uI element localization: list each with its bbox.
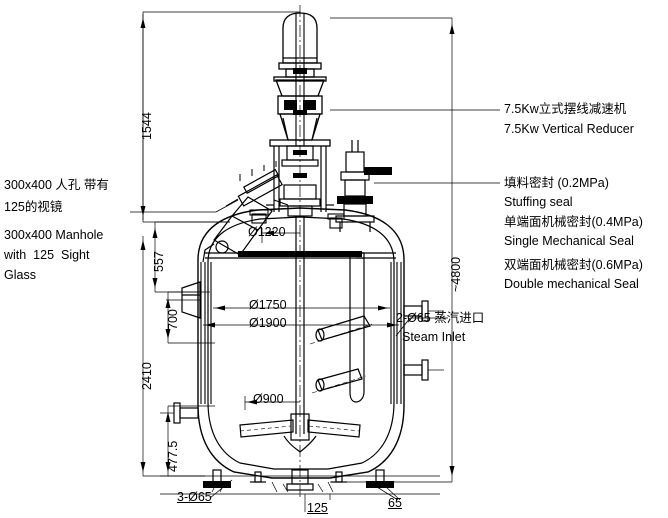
vessel-jacket-outline [197,207,405,479]
dimension-arrowheads [140,18,455,476]
diameter-1900: Ø1900 [249,316,287,330]
single-mech-seal-annotation-cn: 单端面机械密封(0.4MPa) [504,215,643,229]
seal-assembly [335,140,392,232]
agitator-impeller [239,413,361,453]
reducer-annotation-cn: 7.5Kw立式摆线减速机 [504,102,627,116]
diameter-arrowheads [205,230,397,405]
stuffing-seal-annotation-en: Stuffing seal [504,195,573,209]
dimension-2410: 2410 [140,362,154,390]
dimension-65: 65 [388,496,402,510]
side-nozzle-right-upper [403,300,444,322]
single-mech-seal-annotation-en: Single Mechanical Seal [504,234,634,248]
manhole-bolts [239,161,277,181]
dimension-477-5: 477.5 [166,440,180,472]
support-feet [203,469,394,493]
manhole-annotation-en-line3: Glass [4,268,36,282]
side-nozzle-right-lower [403,359,444,381]
dimension-1544: 1544 [140,112,154,140]
dimension-4800: ~4800 [449,256,463,292]
jacket-annulus [200,262,402,404]
diameter-1750: Ø1750 [249,298,287,312]
manhole-assembly [202,168,289,263]
dimension-lines [142,11,453,512]
dimension-125: 125 [307,501,328,515]
vessel-inner-shell [207,216,395,470]
vessel-top-flange [205,251,396,259]
manhole-annotation-cn-line2: 125的视镜 [4,200,63,214]
diameter-900: Ø900 [253,392,284,406]
manhole-annotation-en-line1: 300x400 Manhole [4,228,104,242]
steam-inlet-annotation-en: Steam Inlet [402,330,466,344]
manhole-annotation-cn-line1: 300x400 人孔 带有 [4,178,109,192]
dimension-700: 700 [166,309,180,330]
double-mech-seal-annotation-en: Double mechanical Seal [504,277,639,291]
thermowell-baffle [349,252,365,403]
internal-nozzle-pipes [309,315,373,394]
diameter-1220: Ø1220 [248,225,286,239]
steam-inlet-annotation-cn: 2-Ø65 蒸汽进口 [396,311,485,325]
manhole-annotation-en-line2: with 125 Sight [4,248,90,262]
side-nozzle-left [160,402,199,424]
reducer-annotation-en: 7.5Kw Vertical Reducer [504,122,634,136]
support-lantern [266,145,334,217]
double-mech-seal-annotation-cn: 双端面机械密封(0.6MPa) [504,258,643,272]
jacket-bracket-left [166,281,201,319]
dimension-557: 557 [152,251,166,272]
stuffing-seal-annotation-cn: 填料密封 (0.2MPa) [504,176,609,190]
dimension-3-65: 3-Ø65 [177,490,212,504]
leader-lines [130,109,500,501]
